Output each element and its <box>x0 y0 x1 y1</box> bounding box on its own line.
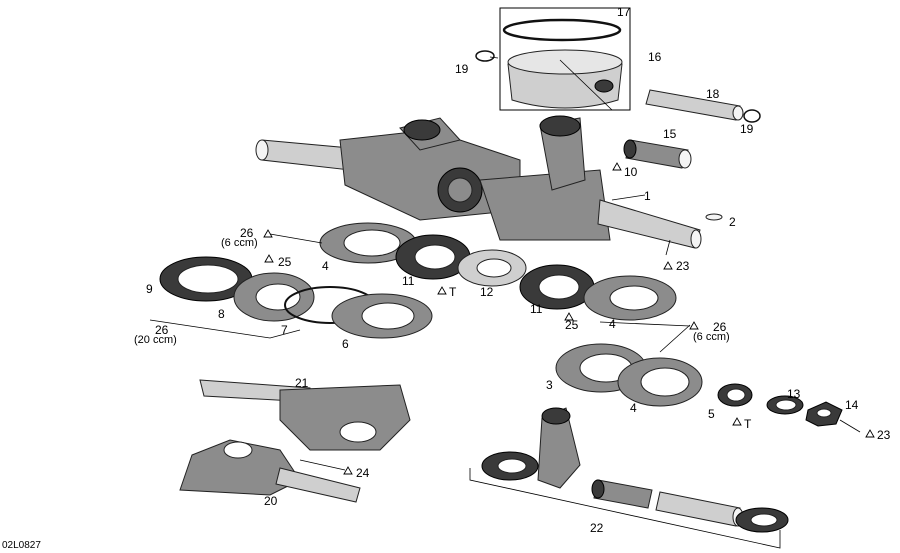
woodruff-key <box>705 213 723 221</box>
callout-14: 14 <box>845 398 859 412</box>
callout-16: 16 <box>648 50 662 64</box>
callout-12: 12 <box>480 285 494 299</box>
crank-half-20 <box>179 439 361 503</box>
bearing-6 <box>331 293 433 339</box>
circlip-right <box>743 109 761 123</box>
drawing-code: 02L0827 <box>2 540 41 551</box>
callout-11-right: 11 <box>530 302 543 316</box>
callout-7: 7 <box>281 323 288 337</box>
callout-4-right: 4 <box>609 317 616 331</box>
gear-12 <box>457 249 527 287</box>
callout-25-right: 25 <box>565 318 579 332</box>
callout-26-top: 26 <box>240 226 254 240</box>
callout-13: 13 <box>787 387 801 401</box>
callout-15: 15 <box>663 127 677 141</box>
callout-10: 10 <box>624 165 638 179</box>
crankshaft-assembly <box>255 115 702 249</box>
needle-bearing-top <box>623 139 692 169</box>
bearing-4-right <box>583 275 677 321</box>
callout-T-right: T <box>744 417 752 431</box>
piston-pin <box>645 89 744 121</box>
seal-11-right <box>519 264 595 310</box>
torque-symbols <box>263 162 875 475</box>
piston-ring <box>502 18 622 42</box>
callout-5: 5 <box>708 407 715 421</box>
connecting-rod-kit <box>469 407 789 549</box>
callout-26-right: 26 <box>713 320 727 334</box>
callout-24: 24 <box>356 466 370 480</box>
callout-25-left: 25 <box>278 255 292 269</box>
bearing-4-upper <box>319 222 417 264</box>
callout-9: 9 <box>146 282 153 296</box>
bearing-8 <box>233 272 315 322</box>
callout-21: 21 <box>295 376 309 390</box>
callout-19-right: 19 <box>740 122 754 136</box>
callout-26-left: 26 <box>155 323 169 337</box>
seal-5 <box>717 383 753 407</box>
callout-T-left: T <box>449 285 457 299</box>
callout-8: 8 <box>218 307 225 321</box>
crank-half-21 <box>199 379 411 451</box>
bearing-4-lower <box>617 357 703 407</box>
callout-23-top: 23 <box>676 259 690 273</box>
callout-4-top: 4 <box>322 259 329 273</box>
qty-6ccm-right: (6 ccm) <box>693 331 730 343</box>
circlip-left <box>475 50 495 62</box>
seal-9 <box>159 256 253 302</box>
qty-20ccm: (20 ccm) <box>134 334 177 346</box>
callout-4-lower: 4 <box>630 401 637 415</box>
callout-3: 3 <box>546 378 553 392</box>
callout-22: 22 <box>590 521 604 535</box>
callout-2: 2 <box>729 215 736 229</box>
washer-13 <box>766 395 804 415</box>
piston-group <box>499 7 631 111</box>
callout-11-left: 11 <box>402 274 415 288</box>
callout-6: 6 <box>342 337 349 351</box>
seal-11-left <box>395 234 471 280</box>
callout-1: 1 <box>644 189 651 203</box>
nut-14 <box>805 401 843 427</box>
callout-19-left: 19 <box>455 62 469 76</box>
callout-20: 20 <box>264 494 278 508</box>
callout-17: 17 <box>617 5 631 19</box>
callout-18: 18 <box>706 87 720 101</box>
qty-6ccm-top: (6 ccm) <box>221 237 258 249</box>
callout-23-right: 23 <box>877 428 891 442</box>
